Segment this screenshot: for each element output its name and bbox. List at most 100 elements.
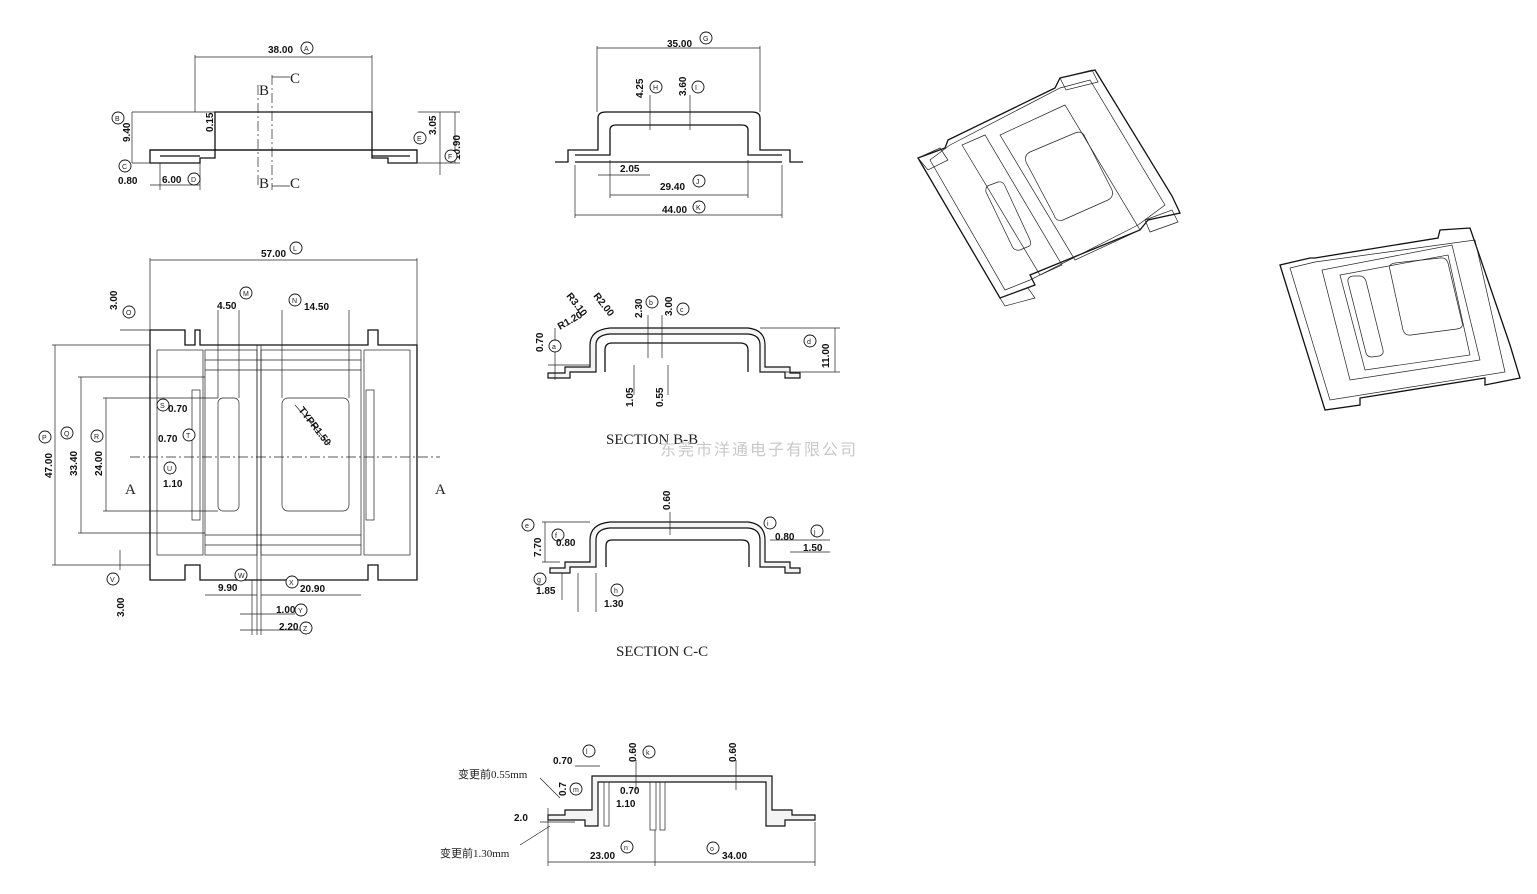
dim-425: 4.25 [635,78,646,98]
svg-text:V: V [110,577,115,584]
dim-185: 1.85 [536,586,556,597]
dim-r200: R2.00 [591,291,616,319]
dim-24: 24.00 [94,451,105,476]
svg-text:X: X [289,580,294,587]
dim-060a-bottom: 0.60 [628,742,639,762]
svg-text:g: g [537,577,541,584]
svg-text:h: h [614,588,618,595]
dim-typ: TYPR1.50 [296,405,333,448]
svg-text:c: c [680,307,684,314]
dim-34-bottom: 34.00 [722,851,747,862]
dim-r120: R1.20 [556,310,585,333]
dim-070a: 0.70 [168,404,188,415]
dim-205: 2.05 [620,164,640,175]
dim-100: 1.00 [276,605,296,616]
dim-070b-bottom: 0.70 [620,786,640,797]
dim-015: 0.15 [205,112,216,132]
dim-055: 0.55 [655,387,666,407]
section-mark-b-bottom: B [259,176,269,192]
dim-1450: 14.50 [304,302,329,313]
dim-770: 7.70 [533,537,544,557]
dim-305: 3.05 [428,115,439,135]
bottom-view: 0.70 l 0.60 k 0.60 0.7 m 0.70 1.10 2.0 2… [440,742,816,866]
section-mark-b-top: B [259,83,269,99]
section-mark-a-left: A [125,482,136,498]
svg-text:B: B [115,116,120,123]
section-cc: e 7.70 f 0.80 0.60 i 0.80 j 1.50 g 1.85 … [521,490,830,660]
dim-20-bottom: 2.0 [514,813,528,824]
dim-070b: 0.70 [158,434,178,445]
svg-text:R: R [94,434,99,441]
svg-text:Z: Z [303,626,308,633]
dim-300a: 3.00 [109,290,120,310]
svg-text:K: K [696,205,701,212]
dim-940: 9.40 [122,122,133,142]
dim-44: 44.00 [662,205,687,216]
svg-text:T: T [186,433,191,440]
svg-text:b: b [649,300,653,307]
svg-text:C: C [122,164,127,171]
front-view: 35.00 G 4.25 H 3.60 I 2.05 29.40 J 44.00… [555,31,803,218]
svg-text:o: o [710,846,714,853]
svg-text:N: N [292,298,297,305]
dim-450: 4.50 [217,301,237,312]
svg-text:d: d [807,339,811,346]
dim-1100: 11.00 [821,343,832,368]
svg-text:i: i [767,521,769,528]
section-cc-title: SECTION C-C [616,644,708,660]
dim-105: 1.05 [625,387,636,407]
dim-07-bottom: 0.7 [558,782,569,796]
svg-text:m: m [573,787,579,794]
svg-text:P: P [42,435,47,442]
section-bb: R3.10 R2.00 R1.20 2.30 b 3.00 c 0.70 a d… [535,291,840,448]
svg-text:l: l [586,749,588,756]
svg-text:f: f [555,533,557,540]
svg-text:k: k [646,750,650,757]
dim-070-bottom: 0.70 [553,756,573,767]
section-mark-c-top: C [290,71,300,87]
note-before-055: 变更前0.55mm [458,767,528,781]
dim-060b-bottom: 0.60 [728,742,739,762]
company-watermark: 东莞市洋通电子有限公司 [660,440,858,459]
dim-35: 35.00 [667,39,692,50]
svg-text:Q: Q [64,431,70,438]
section-mark-c-bottom: C [290,176,300,192]
top-elevation-view: 38.00 A 9.40 B 0.15 3.05 E 10.90 F C 0.8… [111,41,463,192]
svg-text:O: O [126,310,132,317]
dim-110: 1.10 [163,479,183,490]
dim-300: 3.00 [664,296,675,316]
svg-text:I: I [695,85,697,92]
svg-text:a: a [552,344,556,351]
plan-view: 57.00 L 3.00 O 4.50 M N 14.50 S 0.70 0.7… [38,241,446,635]
dim-130: 1.30 [604,599,624,610]
dim-600: 6.00 [162,175,182,186]
svg-text:n: n [624,845,628,852]
svg-text:Y: Y [298,608,303,615]
svg-text:G: G [703,36,708,43]
svg-text:F: F [448,154,452,161]
svg-text:H: H [653,85,658,92]
isometric-view-top [917,69,1181,307]
dim-230: 2.30 [634,298,645,318]
dim-070: 0.70 [535,332,546,352]
dim-060: 0.60 [662,490,673,510]
svg-text:W: W [238,573,245,580]
svg-text:A: A [304,46,309,53]
dim-57: 57.00 [261,249,286,260]
svg-text:S: S [160,403,165,410]
svg-text:M: M [243,291,249,298]
dim-23-bottom: 23.00 [590,851,615,862]
dim-110-bottom: 1.10 [616,799,636,810]
dim-360: 3.60 [678,76,689,96]
dim-3340: 33.40 [69,451,80,476]
svg-text:D: D [191,177,196,184]
dim-150: 1.50 [803,543,823,554]
dim-2090: 20.90 [300,584,325,595]
dim-080: 0.80 [118,176,138,187]
svg-text:L: L [293,246,297,253]
dim-080b: 0.80 [775,532,795,543]
svg-text:E: E [417,136,422,143]
dim-990: 9.90 [218,583,238,594]
svg-text:j: j [813,529,816,536]
